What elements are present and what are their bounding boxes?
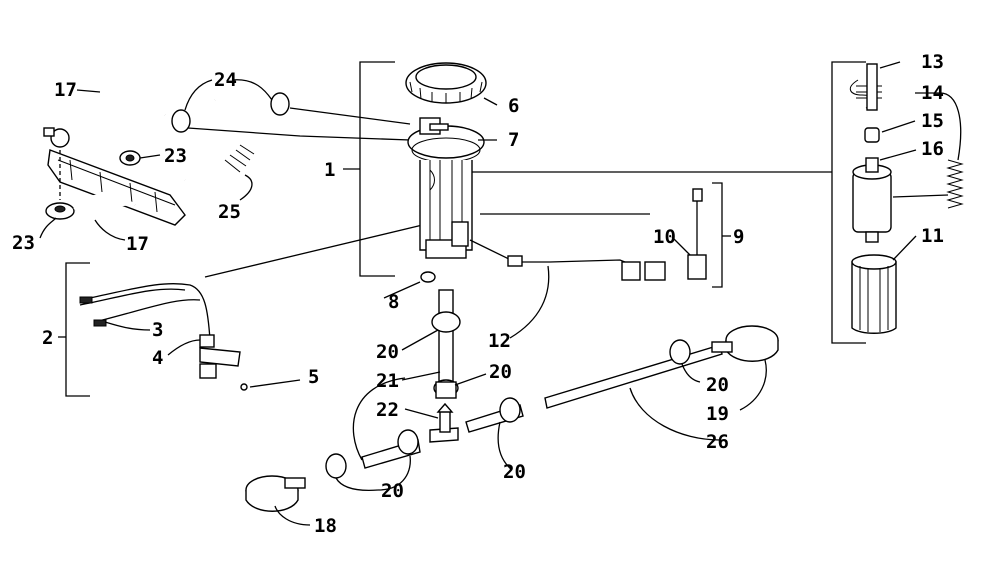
callout-15: 15 (921, 110, 944, 132)
pump-flange-7 (407, 117, 485, 163)
callout-5: 5 (308, 366, 319, 388)
bracket-group-9 (480, 182, 731, 288)
callout-13: 13 (921, 51, 944, 73)
callout-25: 25 (218, 201, 241, 223)
callout-19: 19 (706, 403, 729, 425)
hose-clamp-24 (171, 92, 290, 133)
callout-24: 24 (214, 69, 237, 91)
callout-18: 18 (314, 515, 337, 537)
callout-20d: 20 (503, 461, 526, 483)
callout-17b: 17 (126, 233, 149, 255)
o-ring-8 (420, 271, 436, 283)
fuel-hose-17 (73, 97, 166, 212)
callout-labels: 17 24 23 25 23 17 1 6 7 8 10 9 2 3 4 5 1… (12, 51, 944, 537)
callout-9: 9 (733, 226, 744, 248)
callout-4: 4 (152, 347, 163, 369)
callout-23b: 23 (12, 232, 35, 254)
tee-fitting-22 (429, 402, 459, 443)
callout-8: 8 (388, 291, 399, 313)
callout-2: 2 (42, 327, 53, 349)
callout-3: 3 (152, 319, 163, 341)
callout-21: 21 (376, 370, 399, 392)
pump-filter-11 (851, 254, 897, 334)
fuel-sender-wire-12 (469, 239, 666, 281)
callout-14: 14 (921, 82, 944, 104)
return-hose-25 (184, 96, 411, 185)
pickup-tube-21 (431, 289, 461, 399)
callout-20e: 20 (381, 480, 404, 502)
pickup-18 (245, 475, 306, 512)
leader-lines (39, 61, 962, 526)
pump-module-body (419, 160, 473, 259)
insulator-15 (864, 127, 880, 143)
wiring-harness-2 (79, 283, 248, 391)
callout-6: 6 (508, 95, 519, 117)
callout-17a: 17 (54, 79, 77, 101)
hose-13 (849, 63, 882, 111)
callout-22: 22 (376, 399, 399, 421)
callout-20a: 20 (376, 341, 399, 363)
hose-clamp-23 (119, 150, 141, 166)
fuel-pump-16 (852, 157, 892, 243)
callout-26: 26 (706, 431, 729, 453)
callout-20b: 20 (489, 361, 512, 383)
clamps-20 (325, 339, 691, 479)
callout-7: 7 (508, 129, 519, 151)
callout-12: 12 (488, 330, 511, 352)
bracket-group-11 (831, 61, 866, 344)
callout-11: 11 (921, 225, 944, 247)
callout-1: 1 (324, 159, 335, 181)
callout-10: 10 (653, 226, 676, 248)
bracket-group-1 (343, 61, 832, 277)
fuel-rail-assembly (43, 127, 186, 226)
callout-23a: 23 (164, 145, 187, 167)
pickup-19 (711, 325, 779, 362)
lock-ring-6 (405, 62, 487, 104)
spring-14 (946, 159, 964, 209)
bracket-group-2 (58, 221, 436, 397)
callout-20c: 20 (706, 374, 729, 396)
level-sender-10 (687, 188, 707, 280)
callout-16: 16 (921, 138, 944, 160)
